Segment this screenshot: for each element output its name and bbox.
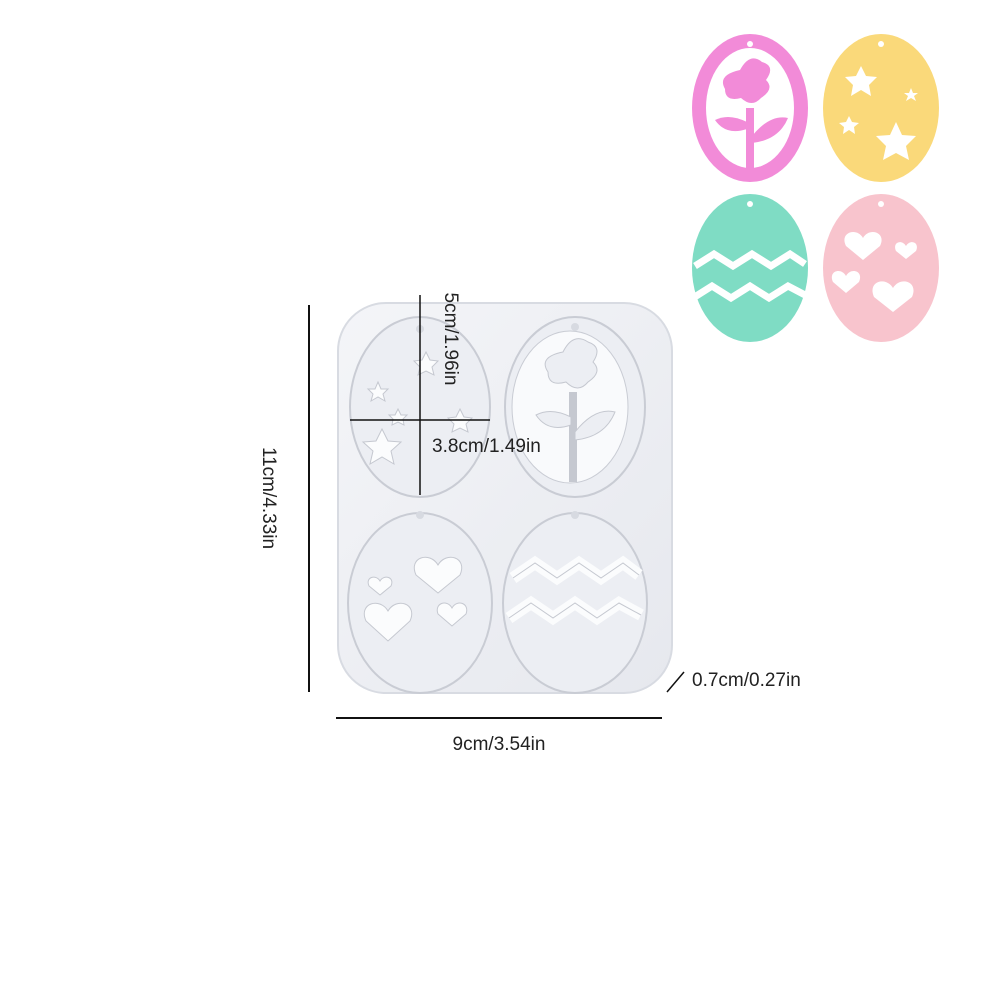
sample-eggs xyxy=(691,34,939,342)
cavity-width-label: 3.8cm/1.49in xyxy=(432,436,541,457)
silicone-mold xyxy=(337,295,673,694)
sample-flower xyxy=(692,34,808,182)
sample-stars xyxy=(823,34,939,182)
cavity-flower xyxy=(504,316,646,498)
cavity-zigzag xyxy=(502,511,648,694)
sample-zigzag xyxy=(691,194,809,342)
cavity-height-label: 5cm/1.96in xyxy=(440,292,461,386)
height-label: 11cm/4.33in xyxy=(258,446,279,550)
cavity-hearts xyxy=(347,511,493,694)
width-label: 9cm/3.54in xyxy=(452,734,546,755)
sample-hearts xyxy=(823,194,939,342)
thickness-label: 0.7cm/0.27in xyxy=(692,670,801,691)
